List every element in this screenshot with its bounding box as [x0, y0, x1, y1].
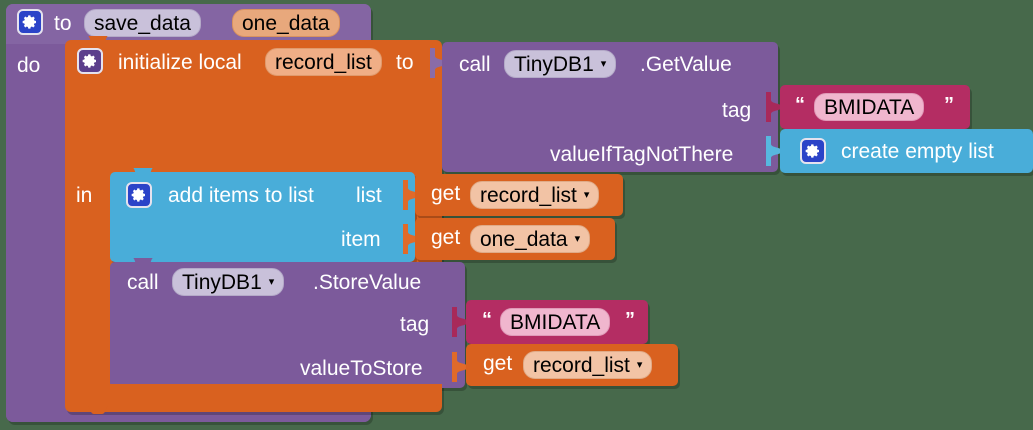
- storevalue-component-name: TinyDB1: [182, 270, 262, 294]
- add-items-list-socket-label: list: [356, 184, 382, 207]
- initialize-local-gear-icon[interactable]: [77, 48, 103, 74]
- chevron-down-icon: ▾: [268, 275, 275, 288]
- storevalue-valuetostore-socket-label: valueToStore: [300, 357, 423, 380]
- get-one-data-dropdown[interactable]: one_data ▾: [470, 225, 591, 253]
- open-quote-1: “: [795, 94, 805, 116]
- getvalue-valueiftagnotthere-socket[interactable]: [766, 136, 782, 166]
- initialize-local-bottom-notch: [78, 406, 118, 416]
- getvalue-call-label: call: [459, 53, 491, 76]
- getvalue-valueiftagnotthere-socket-label: valueIfTagNotThere: [550, 143, 734, 166]
- storevalue-tag-socket[interactable]: [452, 307, 468, 337]
- text-field-bmidata-1[interactable]: BMIDATA: [814, 93, 925, 121]
- procedure-gear-icon[interactable]: [17, 9, 43, 35]
- getvalue-tag-socket[interactable]: [766, 92, 782, 122]
- chevron-down-icon: ▾: [583, 188, 590, 201]
- get-label-2: get: [431, 226, 461, 249]
- add-items-list-socket[interactable]: [403, 180, 419, 210]
- add-items-item-socket[interactable]: [403, 224, 419, 254]
- open-quote-2: “: [482, 309, 492, 331]
- text-field-bmidata-2[interactable]: BMIDATA: [500, 308, 611, 336]
- add-items-item-socket-label: item: [341, 228, 381, 251]
- procedure-name-field[interactable]: save_data: [84, 9, 201, 37]
- getvalue-component-dropdown[interactable]: TinyDB1 ▾: [504, 50, 617, 78]
- close-quote-2: ”: [625, 309, 635, 331]
- initialize-local-bottom-bar: [65, 384, 442, 406]
- add-items-top-notch: [123, 168, 163, 178]
- initialize-local-top-notch: [78, 36, 118, 46]
- getvalue-method-label: .GetValue: [640, 53, 732, 76]
- add-items-gear-icon[interactable]: [126, 182, 152, 208]
- create-empty-list-label: create empty list: [841, 140, 994, 163]
- get-record-list-variable-2: record_list: [533, 353, 630, 377]
- get-record-list-dropdown-1[interactable]: record_list ▾: [470, 181, 600, 209]
- storevalue-component-dropdown[interactable]: TinyDB1 ▾: [172, 268, 285, 296]
- add-items-to-list-block[interactable]: [110, 172, 415, 262]
- close-quote-1: ”: [944, 94, 954, 116]
- procedure-param-one-data[interactable]: one_data: [232, 9, 340, 37]
- get-record-list-variable-1: record_list: [480, 183, 577, 207]
- storevalue-call-label: call: [127, 271, 159, 294]
- initialize-local-label: initialize local: [118, 51, 242, 74]
- get-record-list-dropdown-2[interactable]: record_list ▾: [523, 351, 653, 379]
- initialize-local-in-label: in: [76, 184, 93, 207]
- storevalue-top-notch: [123, 258, 163, 268]
- call-tinydb1-storevalue-block[interactable]: [110, 262, 465, 388]
- chevron-down-icon: ▾: [636, 358, 643, 371]
- chevron-down-icon: ▾: [574, 232, 581, 245]
- get-one-data-variable: one_data: [480, 227, 568, 251]
- storevalue-method-label: .StoreValue: [313, 271, 422, 294]
- get-label-1: get: [431, 182, 461, 205]
- getvalue-tag-socket-label: tag: [722, 99, 752, 122]
- create-empty-list-gear-icon[interactable]: [800, 138, 826, 164]
- chevron-down-icon: ▾: [600, 57, 607, 70]
- storevalue-tag-socket-label: tag: [400, 313, 430, 336]
- storevalue-valuetostore-socket[interactable]: [452, 352, 468, 382]
- getvalue-component-name: TinyDB1: [514, 52, 594, 76]
- initialize-local-to-label: to: [396, 51, 414, 74]
- procedure-to-label: to: [54, 12, 72, 35]
- initialize-local-value-socket[interactable]: [430, 48, 446, 78]
- get-label-3: get: [483, 352, 513, 375]
- add-items-to-list-label: add items to list: [168, 184, 314, 207]
- procedure-do-label: do: [17, 54, 41, 77]
- initialize-local-variable-field[interactable]: record_list: [265, 48, 382, 76]
